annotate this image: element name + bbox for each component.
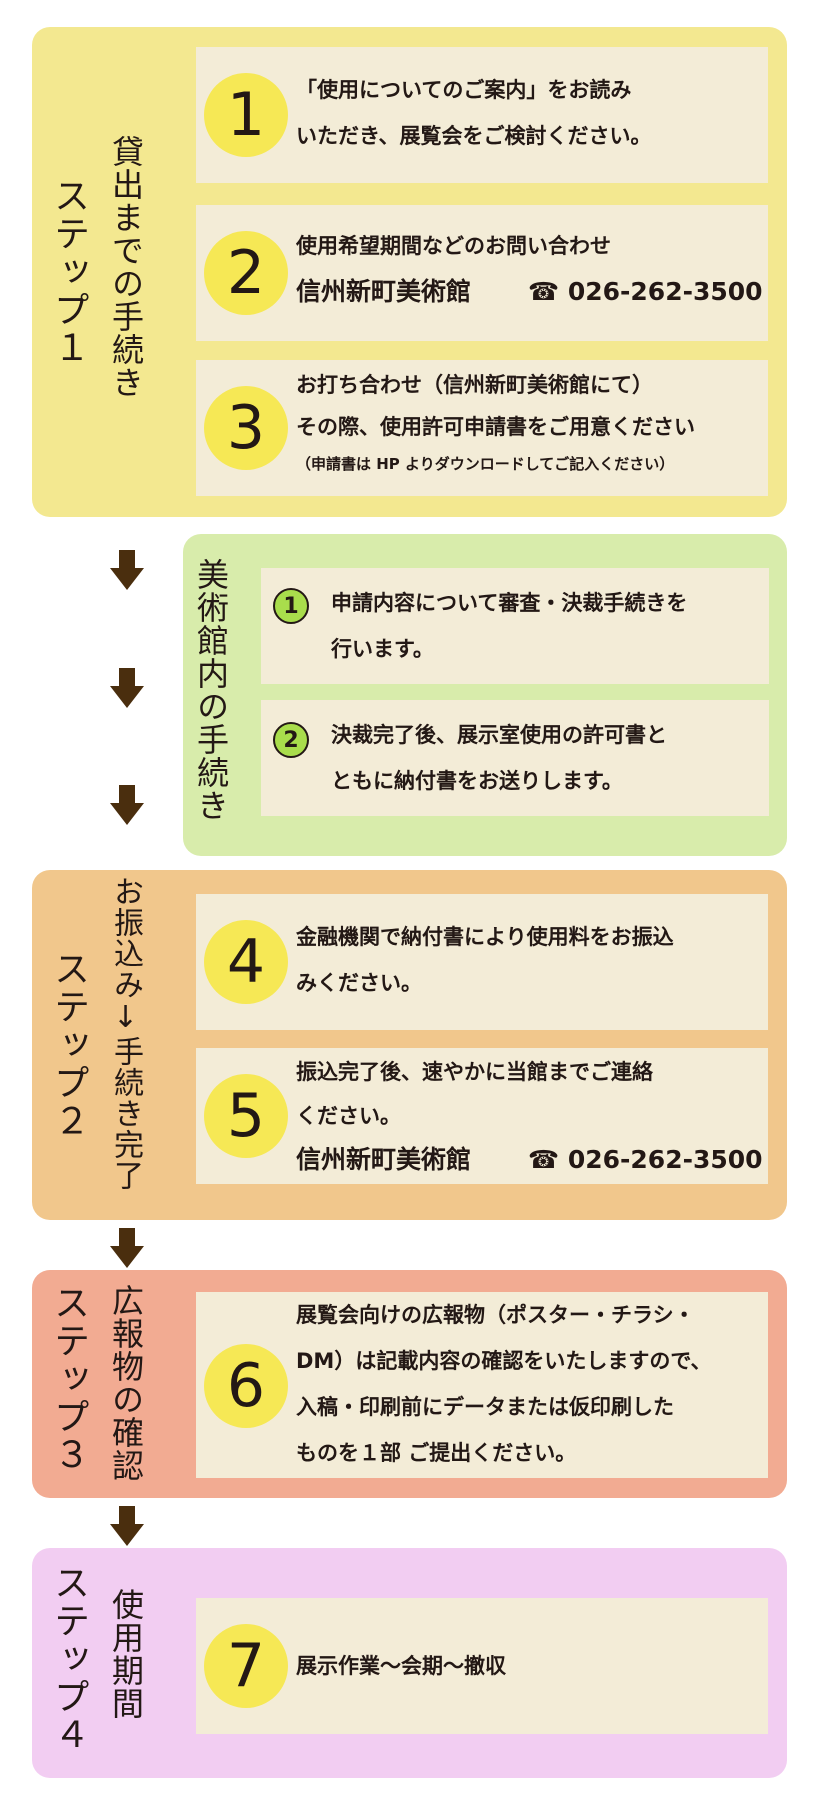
number-badge-6: 6 xyxy=(204,1344,288,1428)
arrow-down-icon xyxy=(110,785,144,827)
application-note: （申請書は HP よりダウンロードしてご記入ください） xyxy=(296,455,675,473)
small-number-badge-1: 1 xyxy=(273,588,309,624)
step3-label: ステップ３ xyxy=(48,1284,89,1474)
arrow-down-icon xyxy=(110,1228,144,1270)
step1-item-2-text: 使用希望期間などのお問い合わせ 信州新町美術館☎ 026-262-3500 xyxy=(296,223,763,315)
step4-item-7-box: 7 展示作業～会期～撤収 xyxy=(196,1598,768,1734)
number-badge-4: 4 xyxy=(204,920,288,1004)
museum-procedure-label: 美術館内の手続き xyxy=(192,558,230,822)
step1-label: ステップ１ xyxy=(48,177,89,367)
step2-item-5-box: 5 振込完了後、速やかに当館までご連絡 ください。 信州新町美術館☎ 026-2… xyxy=(196,1048,768,1184)
small-number-badge-2: 2 xyxy=(273,722,309,758)
step2-item-4-box: 4 金融機関で納付書により使用料をお振込 みください。 xyxy=(196,894,768,1030)
step4-label: ステップ４ xyxy=(48,1564,89,1754)
number-badge-3: 3 xyxy=(204,386,288,470)
contact-row: 信州新町美術館 ☎ 026-262-3500 xyxy=(296,1138,763,1182)
step1-item-3-box: 3 お打ち合わせ（信州新町美術館にて） その際、使用許可申請書をご用意ください … xyxy=(196,360,768,496)
step3-sublabel: 広報物の確認 xyxy=(107,1284,145,1482)
step4-item-7-text: 展示作業～会期～撤収 xyxy=(296,1654,506,1678)
step3-item-6-text: 展覧会向けの広報物（ポスター・チラシ・ DM）は記載内容の確認をいたしますので、… xyxy=(296,1303,712,1465)
step2-item-5-text: 振込完了後、速やかに当館までご連絡 ください。 信州新町美術館☎ 026-262… xyxy=(296,1050,763,1182)
step4-sublabel: 使用期間 xyxy=(107,1588,145,1720)
arrow-down-icon xyxy=(110,550,144,592)
step1-item-3-text: お打ち合わせ（信州新町美術館にて） その際、使用許可申請書をご用意ください （申… xyxy=(296,364,695,480)
step1-item-1-box: 1 「使用についてのご案内」をお読み いただき、展覧会をご検討ください。 xyxy=(196,47,768,183)
step1-item-1-text: 「使用についてのご案内」をお読み いただき、展覧会をご検討ください。 xyxy=(296,78,652,148)
step4-panel: ステップ４ 使用期間 7 展示作業～会期～撤収 xyxy=(32,1548,787,1778)
step2-label: ステップ２ xyxy=(48,950,89,1140)
phone-number: ☎ 026-262-3500 xyxy=(528,277,763,306)
museum-step-2-box: 2 決裁完了後、展示室使用の許可書と ともに納付書をお送りします。 xyxy=(261,700,769,816)
museum-name: 信州新町美術館 xyxy=(296,277,472,306)
arrow-down-icon xyxy=(110,668,144,710)
number-badge-2: 2 xyxy=(204,231,288,315)
number-badge-7: 7 xyxy=(204,1624,288,1708)
museum-step-1-box: 1 申請内容について審査・決裁手続きを 行います。 xyxy=(261,568,769,684)
step1-item-2-box: 2 使用希望期間などのお問い合わせ 信州新町美術館☎ 026-262-3500 xyxy=(196,205,768,341)
step3-item-6-box: 6 展覧会向けの広報物（ポスター・チラシ・ DM）は記載内容の確認をいたしますの… xyxy=(196,1292,768,1478)
step3-panel: ステップ３ 広報物の確認 6 展覧会向けの広報物（ポスター・チラシ・ DM）は記… xyxy=(32,1270,787,1498)
step1-panel: ステップ１ 貸出までの手続き 1 「使用についてのご案内」をお読み いただき、展… xyxy=(32,27,787,517)
step2-item-4-text: 金融機関で納付書により使用料をお振込 みください。 xyxy=(296,925,674,995)
contact-row: 信州新町美術館 ☎ 026-262-3500 xyxy=(296,269,763,315)
museum-step-1-text: 申請内容について審査・決裁手続きを 行います。 xyxy=(331,591,688,661)
step2-panel: ステップ２ お振込み↓手続き完了 4 金融機関で納付書により使用料をお振込 みく… xyxy=(32,870,787,1220)
phone-number: ☎ 026-262-3500 xyxy=(528,1145,763,1174)
number-badge-5: 5 xyxy=(204,1074,288,1158)
step2-sublabel: お振込み↓手続き完了 xyxy=(108,876,143,1191)
museum-procedure-panel: 美術館内の手続き 1 申請内容について審査・決裁手続きを 行います。 2 決裁完… xyxy=(183,534,787,856)
number-badge-1: 1 xyxy=(204,73,288,157)
museum-step-2-text: 決裁完了後、展示室使用の許可書と ともに納付書をお送りします。 xyxy=(331,723,667,793)
arrow-down-icon xyxy=(110,1506,144,1548)
museum-name: 信州新町美術館 xyxy=(296,1145,472,1174)
step1-sublabel: 貸出までの手続き xyxy=(107,135,145,399)
